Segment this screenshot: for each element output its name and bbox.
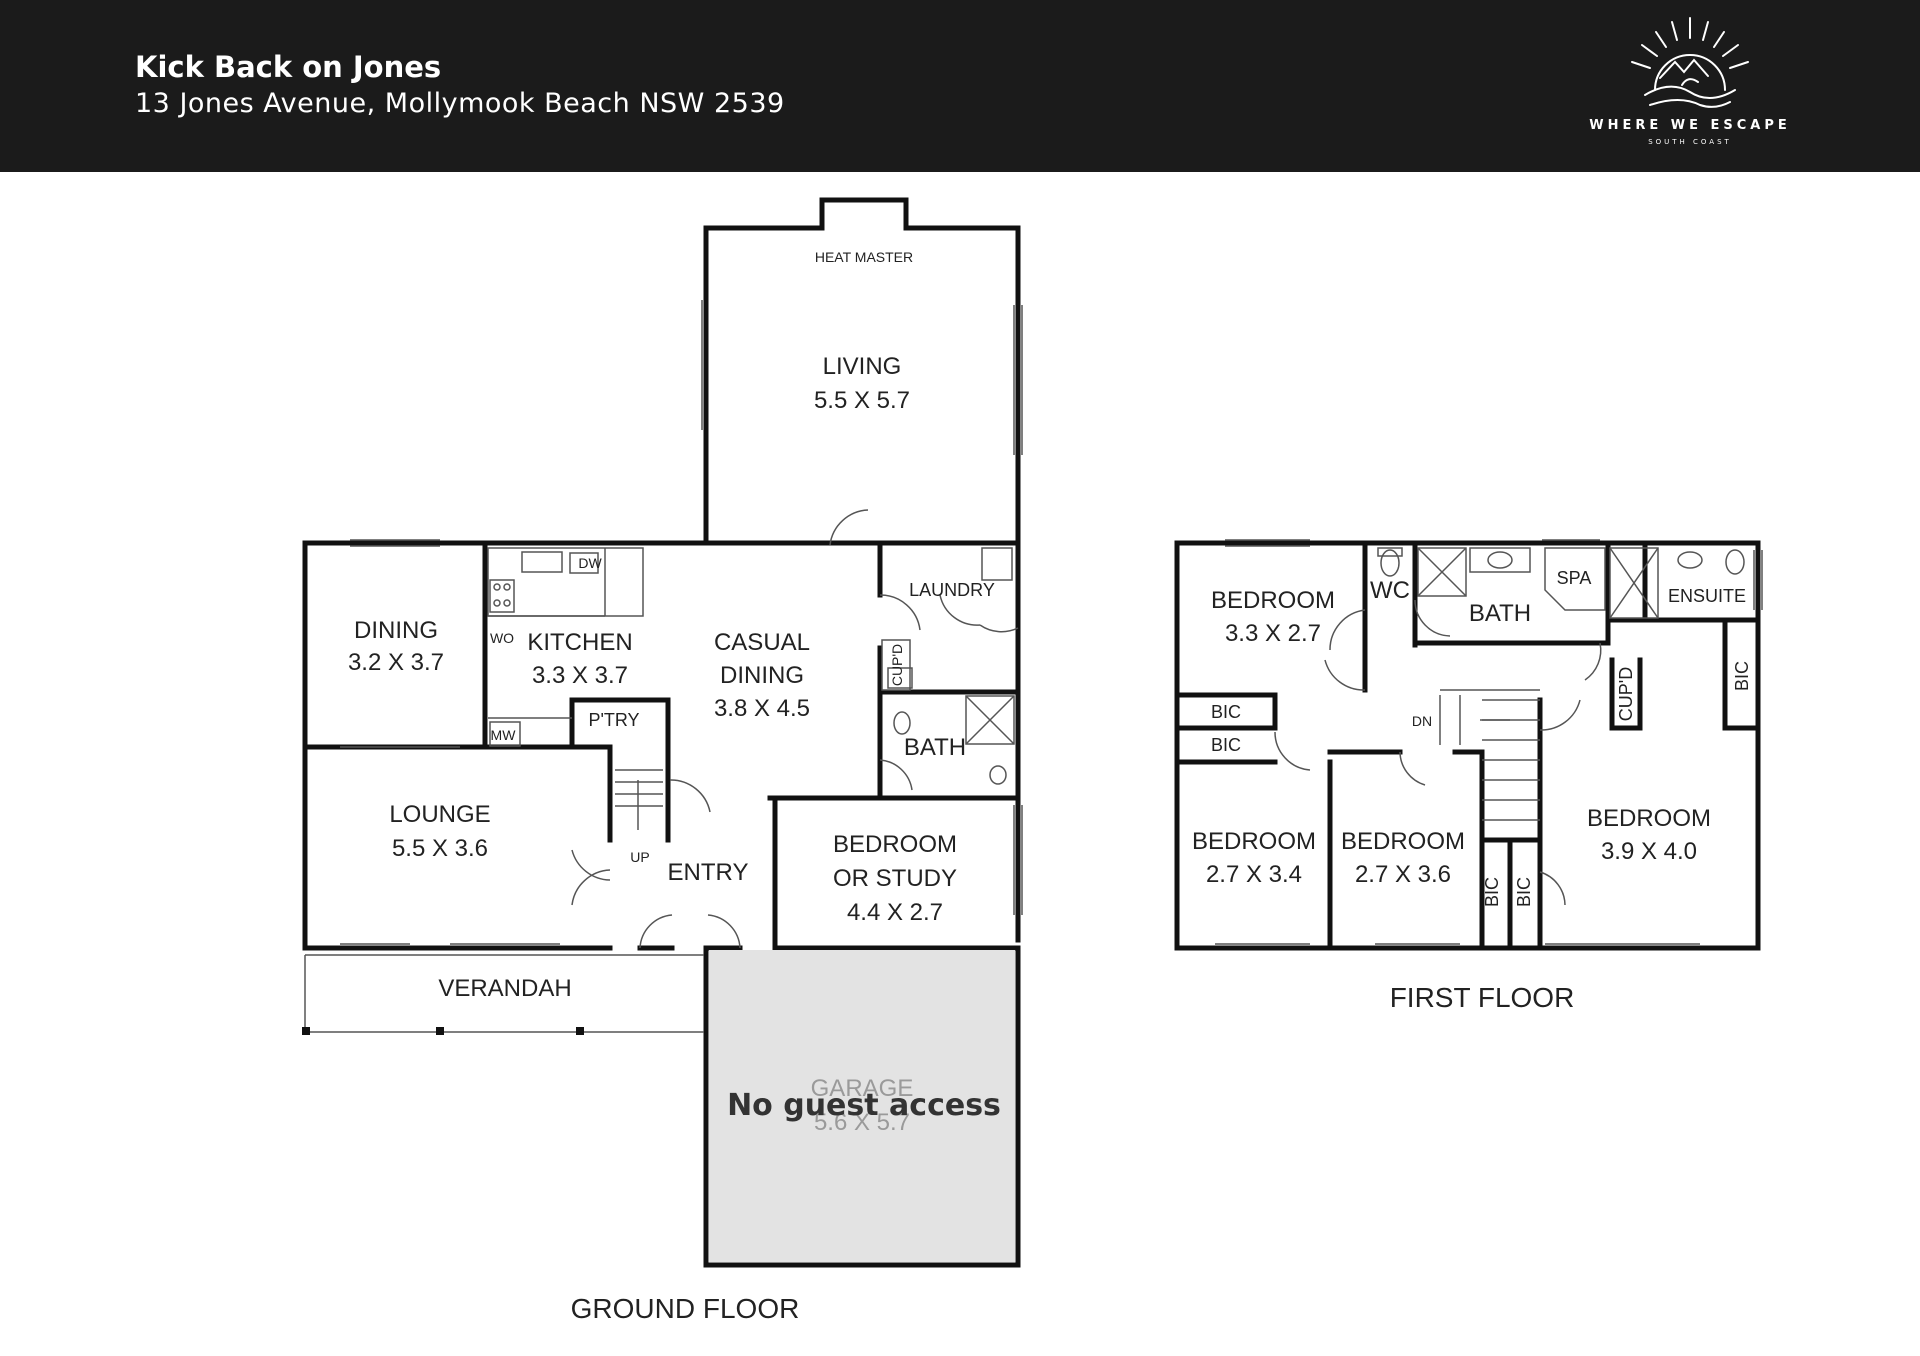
ground-floor-label: GROUND FLOOR	[571, 1293, 800, 1324]
kitchen-label: KITCHEN	[527, 629, 632, 656]
ground-floor-details	[304, 300, 1023, 1033]
brand-logo: WHERE WE ESCAPE SOUTH COAST	[1560, 10, 1820, 160]
bedroom3-size: 2.7 X 3.6	[1355, 861, 1451, 888]
bic-label-2: BIC	[1211, 735, 1241, 755]
bedroom2-size: 2.7 X 3.4	[1206, 861, 1302, 888]
pantry-label: P'TRY	[588, 710, 639, 730]
first-cupd-label: CUP'D	[1616, 667, 1636, 721]
first-floor-label: FIRST FLOOR	[1390, 982, 1575, 1013]
entry-label: ENTRY	[668, 859, 749, 886]
casual-dining-size: 3.8 X 4.5	[714, 695, 810, 722]
first-floor-walls	[1174, 540, 1761, 951]
living-size: 5.5 X 5.7	[814, 387, 910, 414]
garage-size: 5.6 X 5.7	[814, 1109, 910, 1136]
bedroom4-size: 3.9 X 4.0	[1601, 838, 1697, 865]
verandah-label: VERANDAH	[438, 975, 571, 1002]
lounge-size: 5.5 X 3.6	[392, 835, 488, 862]
bedroom-study-label-1: BEDROOM	[833, 831, 957, 858]
first-floor-details	[1215, 539, 1763, 945]
sun-wave-icon	[1631, 17, 1749, 108]
bedroom4-label: BEDROOM	[1587, 805, 1711, 832]
no-guest-access-notice: No guest access	[727, 1088, 1001, 1123]
bic-label-3: BIC	[1732, 661, 1752, 691]
bedroom2-label: BEDROOM	[1192, 828, 1316, 855]
living-label: LIVING	[823, 353, 902, 380]
verandah-posts	[302, 1027, 584, 1035]
bedroom1-label: BEDROOM	[1211, 587, 1335, 614]
property-address: 13 Jones Avenue, Mollymook Beach NSW 253…	[135, 88, 785, 119]
first-bath-label: BATH	[1469, 600, 1531, 627]
casual-dining-label-1: CASUAL	[714, 629, 810, 656]
kitchen-size: 3.3 X 3.7	[532, 662, 628, 689]
ensuite-label: ENSUITE	[1668, 586, 1746, 606]
garage-label: GARAGE	[811, 1075, 914, 1102]
lounge-label: LOUNGE	[389, 801, 490, 828]
property-title: Kick Back on Jones	[135, 50, 442, 84]
dining-size: 3.2 X 3.7	[348, 649, 444, 676]
ground-floor-walls	[302, 197, 1021, 1268]
ground-cupd-label: CUP'D	[889, 644, 905, 686]
dw-label: DW	[578, 555, 602, 571]
casual-dining-label-2: DINING	[720, 662, 804, 689]
header-bar: Kick Back on Jones 13 Jones Avenue, Moll…	[0, 0, 1920, 172]
wc-label: WC	[1370, 577, 1410, 604]
bic-label-4: BIC	[1482, 877, 1502, 907]
wo-label: WO	[490, 630, 514, 646]
ground-bath-label: BATH	[904, 734, 966, 761]
garage-overlay	[709, 950, 1015, 1262]
laundry-label: LAUNDRY	[909, 580, 995, 600]
bedroom-study-size: 4.4 X 2.7	[847, 899, 943, 926]
bedroom3-label: BEDROOM	[1341, 828, 1465, 855]
mw-label: MW	[491, 727, 517, 743]
bedroom1-size: 3.3 X 2.7	[1225, 620, 1321, 647]
dining-label: DINING	[354, 617, 438, 644]
up-label: UP	[630, 849, 649, 865]
heat-master-label: HEAT MASTER	[815, 249, 913, 265]
logo-subtext: SOUTH COAST	[1648, 138, 1732, 146]
bic-label-5: BIC	[1514, 877, 1534, 907]
bedroom-study-label-2: OR STUDY	[833, 865, 957, 892]
spa-label: SPA	[1557, 568, 1592, 588]
logo-text: WHERE WE ESCAPE	[1589, 118, 1791, 133]
bic-label-1: BIC	[1211, 702, 1241, 722]
dn-label: DN	[1412, 713, 1432, 729]
